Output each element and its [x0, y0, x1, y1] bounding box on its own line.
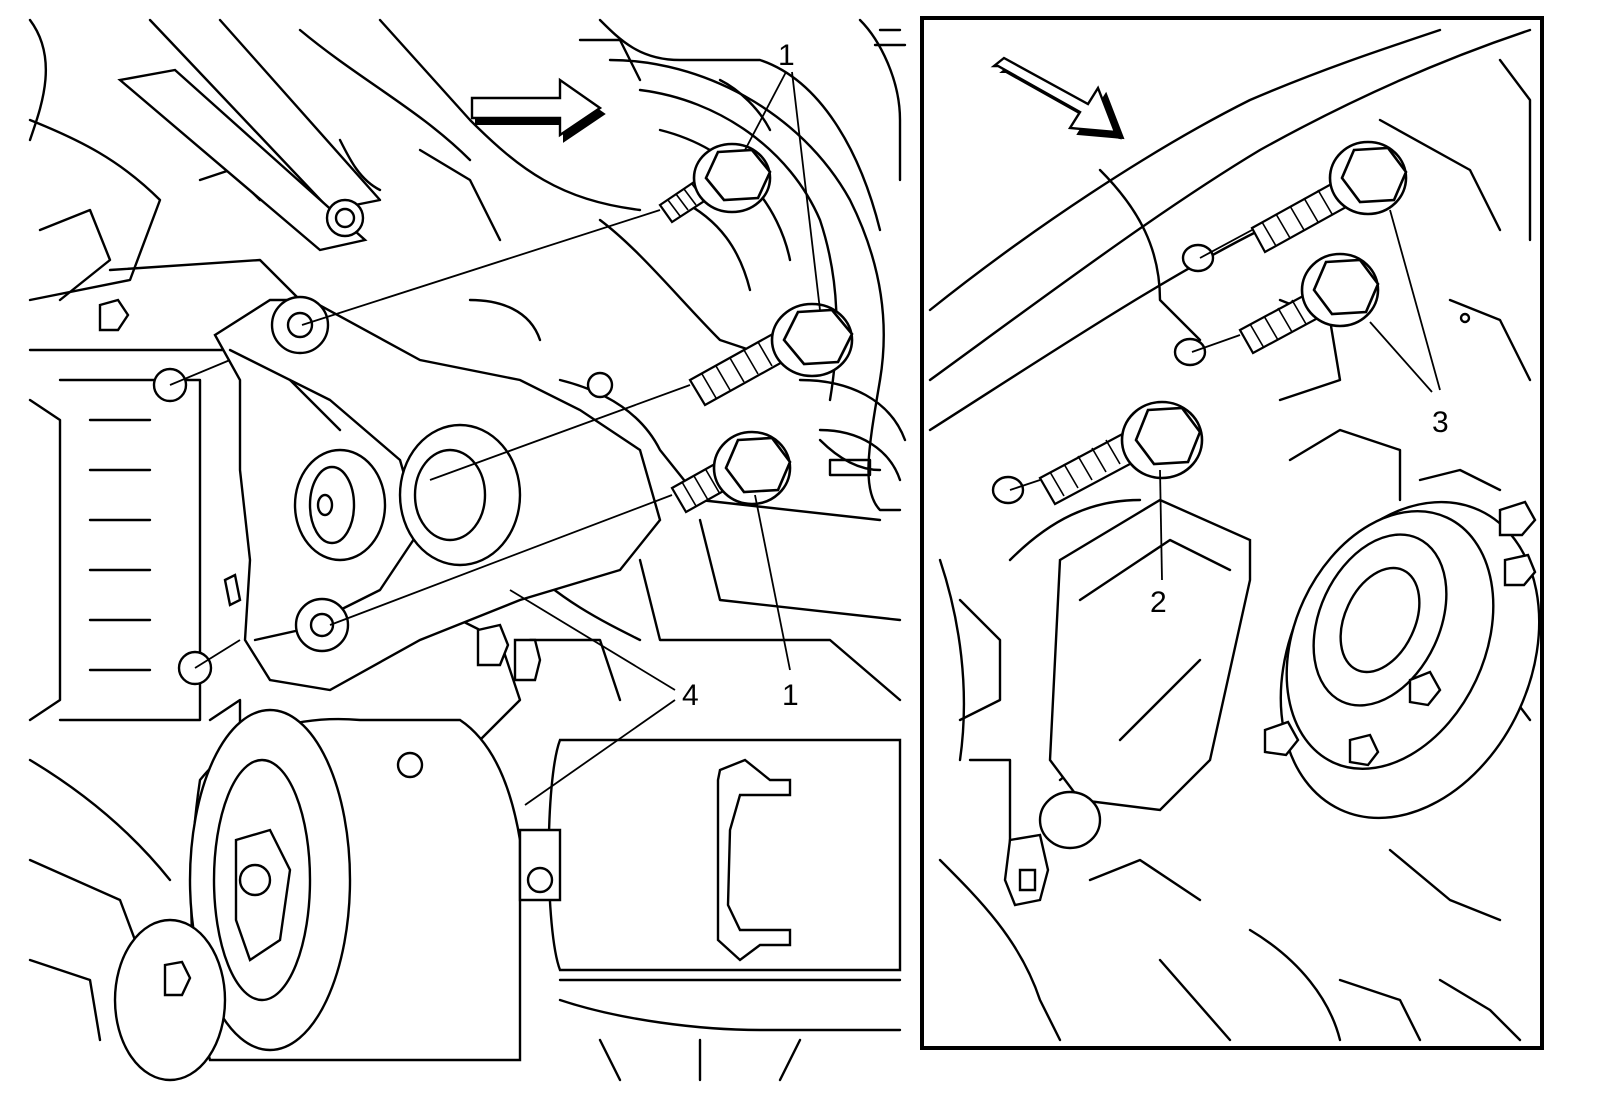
- callout-3-leader-a: [1389, 209, 1441, 391]
- callout-4-leader-a: [509, 589, 676, 691]
- leader-hole-upper: [169, 359, 231, 386]
- callout-2: 2: [1150, 586, 1167, 619]
- inset-background-lines: [928, 28, 1532, 1042]
- engine-mount-bracket: [152, 295, 662, 692]
- bolt-1-middle: [688, 302, 854, 407]
- callout-4-leader-b: [524, 699, 676, 806]
- bolt-2: [1038, 400, 1204, 506]
- callout-1-top-leader-b: [791, 71, 821, 311]
- tensioner-pulley: [113, 708, 522, 1082]
- callout-1-bottom-leader: [754, 494, 791, 671]
- leader-bolt-lower: [329, 494, 673, 626]
- nut-left: [98, 298, 130, 332]
- inset-view: 3 2: [920, 16, 1544, 1050]
- leader-bolt-3-lower: [1191, 334, 1241, 353]
- small-fittings: [223, 573, 542, 682]
- callout-3: 3: [1432, 406, 1449, 439]
- starter-motor: [518, 738, 902, 972]
- inset-harmonic-balancer: [1263, 500, 1541, 820]
- callout-1-top-leader-a: [744, 71, 787, 151]
- bolt-3-lower: [1238, 252, 1380, 355]
- bolt-3-upper: [1250, 140, 1408, 254]
- inset-direction-arrow-icon: [990, 56, 1125, 140]
- leader-bolt-3-upper: [1199, 229, 1253, 259]
- callout-1-top: 1: [778, 39, 795, 72]
- leader-bolt-upper: [301, 209, 661, 326]
- inset-bracket: [1003, 498, 1252, 907]
- callout-4: 4: [682, 679, 699, 712]
- callout-3-leader-b: [1369, 321, 1433, 393]
- bolt-1-lower: [670, 430, 792, 514]
- callout-2-leader: [1159, 469, 1163, 581]
- view-direction-arrow-icon: [470, 77, 606, 143]
- callout-1-bottom: 1: [782, 679, 799, 712]
- main-view: 1 1 4: [28, 18, 907, 1082]
- inset-bolt-holes: [991, 243, 1471, 505]
- leader-bolt-middle: [429, 384, 691, 481]
- bolt-1-upper: [658, 142, 772, 224]
- leader-bolt-2: [1009, 479, 1041, 491]
- leader-hole-lower: [194, 639, 241, 669]
- strut-rod: [117, 68, 368, 252]
